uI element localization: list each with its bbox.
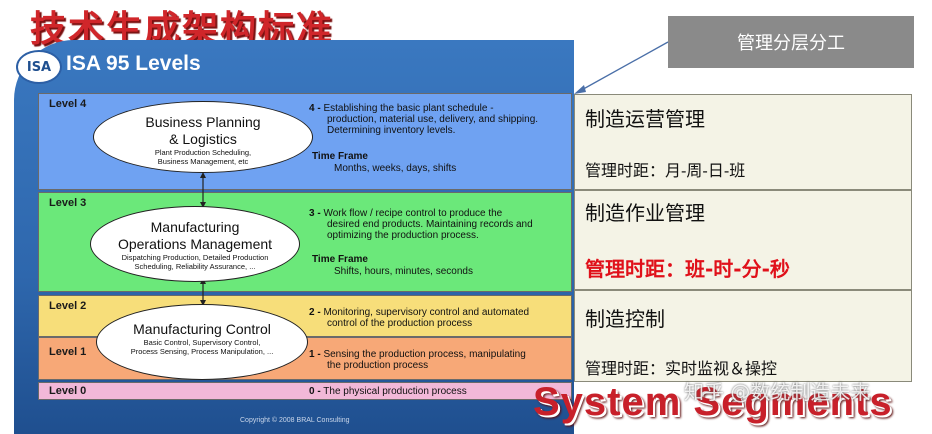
- level-label: Level 1: [49, 346, 87, 358]
- ellipse-title-line: Business Planning: [145, 114, 261, 130]
- arrow-down-icon: [200, 300, 206, 306]
- level-number: 2 -: [309, 307, 321, 318]
- description-line: desired end products. Maintaining record…: [327, 219, 533, 230]
- management-cell-operations: 制造运营管理 管理时距：月-周-日-班: [574, 94, 912, 190]
- management-cell-execution: 制造作业管理 管理时距：班-时-分-秒: [574, 190, 912, 290]
- description-line: control of the production process: [327, 318, 473, 329]
- level-label: Level 4: [49, 98, 87, 110]
- description-line: optimizing the production process.: [327, 230, 479, 241]
- timeframe-label: Time Frame: [312, 151, 368, 162]
- ellipse-title-line: Operations Management: [117, 236, 273, 252]
- level-description: 2 - Monitoring, supervisory control and …: [309, 307, 529, 329]
- watermark: 知乎 @数统制造未来: [684, 380, 871, 404]
- ellipse-subtitle-line: Basic Control, Supervisory Control,: [143, 338, 261, 347]
- description-line: The physical production process: [323, 386, 467, 397]
- level-number: 3 -: [309, 208, 321, 219]
- level-label: Level 3: [49, 197, 87, 209]
- description-line: Work flow / recipe control to produce th…: [323, 208, 503, 219]
- level-description: 4 - Establishing the basic plant schedul…: [309, 103, 538, 136]
- management-heading: 制造控制: [585, 307, 665, 331]
- management-timescale: 管理时距：实时监视＆操控: [585, 359, 778, 378]
- level-connectors: [200, 172, 206, 306]
- level-number: 4 -: [309, 103, 321, 114]
- callout-arrow: [574, 41, 669, 94]
- level-label: Level 2: [49, 300, 87, 312]
- ellipse-subtitle-line: Scheduling, Reliability Assurance, ...: [134, 262, 256, 271]
- timeframe-value: Months, weeks, days, shifts: [334, 163, 457, 174]
- ellipse-title-line: & Logistics: [169, 131, 237, 147]
- level-description: 3 - Work flow / recipe control to produc…: [309, 208, 533, 241]
- description-line: Monitoring, supervisory control and auto…: [323, 307, 530, 318]
- level-number: 1 -: [309, 349, 321, 360]
- ellipse-subtitle-line: Business Management, etc: [157, 157, 249, 166]
- system-segments-label: System Segments: [533, 380, 893, 424]
- description-line: Establishing the basic plant schedule -: [323, 103, 494, 114]
- management-heading: 制造运营管理: [585, 107, 705, 131]
- management-heading: 制造作业管理: [585, 201, 705, 225]
- timeframe-label: Time Frame: [312, 254, 368, 265]
- ellipse-subtitle-line: Plant Production Scheduling,: [154, 148, 252, 157]
- level-number: 0 -: [309, 386, 321, 397]
- timeframe-value: Shifts, hours, minutes, seconds: [334, 266, 473, 277]
- management-timescale-emphasis: 管理时距：班-时-分-秒: [585, 257, 790, 281]
- arrow-up-icon: [200, 172, 206, 178]
- management-timescale: 管理时距：月-周-日-班: [585, 161, 746, 180]
- manufacturing-control-ellipse: Manufacturing Control Basic Control, Sup…: [96, 304, 308, 380]
- arrow-head-icon: [574, 85, 586, 94]
- level-description: 0 - The physical production process: [309, 386, 467, 397]
- isa-heading: ISA 95 Levels: [66, 52, 201, 75]
- description-line: Sensing the production process, manipula…: [323, 349, 526, 360]
- description-line: production, material use, delivery, and …: [327, 114, 539, 125]
- callout-box: 管理分层分工: [668, 16, 914, 68]
- management-cell-control: 制造控制 管理时距：实时监视＆操控: [574, 290, 912, 382]
- ellipse-subtitle-line: Dispatching Production, Detailed Product…: [121, 253, 269, 262]
- isa-logo: ISA: [16, 50, 62, 84]
- ellipse-subtitle-line: Process Sensing, Process Manipulation, .…: [130, 347, 274, 356]
- level-description: 1 - Sensing the production process, mani…: [309, 349, 526, 371]
- description-line: the production process: [327, 360, 429, 371]
- ellipse-title-line: Manufacturing: [150, 219, 240, 235]
- level-label: Level 0: [49, 385, 87, 397]
- operations-management-ellipse: Manufacturing Operations Management Disp…: [90, 206, 300, 282]
- level-0-band: Level 0 0 - The physical production proc…: [38, 382, 572, 400]
- arrow-down-icon: [200, 202, 206, 208]
- description-line: Determining inventory levels.: [327, 125, 456, 136]
- callout-arrow-line: [577, 41, 669, 93]
- business-planning-ellipse: Business Planning & Logistics Plant Prod…: [93, 101, 313, 173]
- ellipse-title-line: Manufacturing Control: [133, 321, 271, 337]
- copyright-text: Copyright © 2008 BRAL Consulting: [240, 417, 350, 424]
